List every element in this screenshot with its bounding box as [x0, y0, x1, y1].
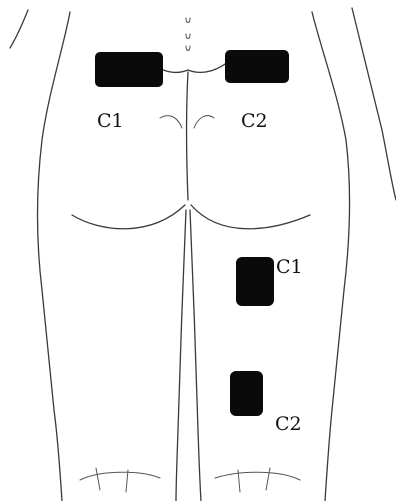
spine-mark-2: [186, 34, 190, 39]
label-hip-right: C2: [241, 110, 268, 132]
left-knee-tick-2: [126, 470, 128, 492]
spine-mark-3: [186, 46, 190, 51]
right-knee-crease: [215, 472, 300, 480]
right-knee-tick-2: [266, 468, 270, 490]
electrode-pad-hip-left: [95, 52, 163, 87]
left-knee-tick-1: [96, 468, 100, 490]
left-inner-leg: [176, 210, 186, 501]
left-outer-contour: [38, 12, 71, 501]
label-thigh-upper: C1: [276, 256, 303, 278]
electrode-pads: [95, 50, 289, 416]
spine-mark-1: [186, 18, 190, 23]
body-outline: [10, 8, 396, 501]
left-arm-edge: [10, 10, 28, 48]
right-inner-leg: [190, 210, 201, 501]
right-arm-edge: [352, 8, 396, 200]
cleft-left-tick: [160, 116, 182, 128]
right-gluteal-fold: [191, 205, 310, 229]
electrode-pad-thigh-upper: [236, 257, 274, 306]
right-outer-contour: [312, 12, 350, 501]
gluteal-cleft: [187, 72, 189, 200]
cleft-right-tick: [194, 116, 214, 128]
left-knee-crease: [80, 472, 160, 480]
label-hip-left: C1: [97, 110, 124, 132]
left-gluteal-fold: [72, 205, 185, 229]
label-thigh-lower: C2: [275, 413, 302, 435]
electrode-pad-hip-right: [225, 50, 289, 83]
electrode-pad-thigh-lower: [230, 371, 263, 416]
